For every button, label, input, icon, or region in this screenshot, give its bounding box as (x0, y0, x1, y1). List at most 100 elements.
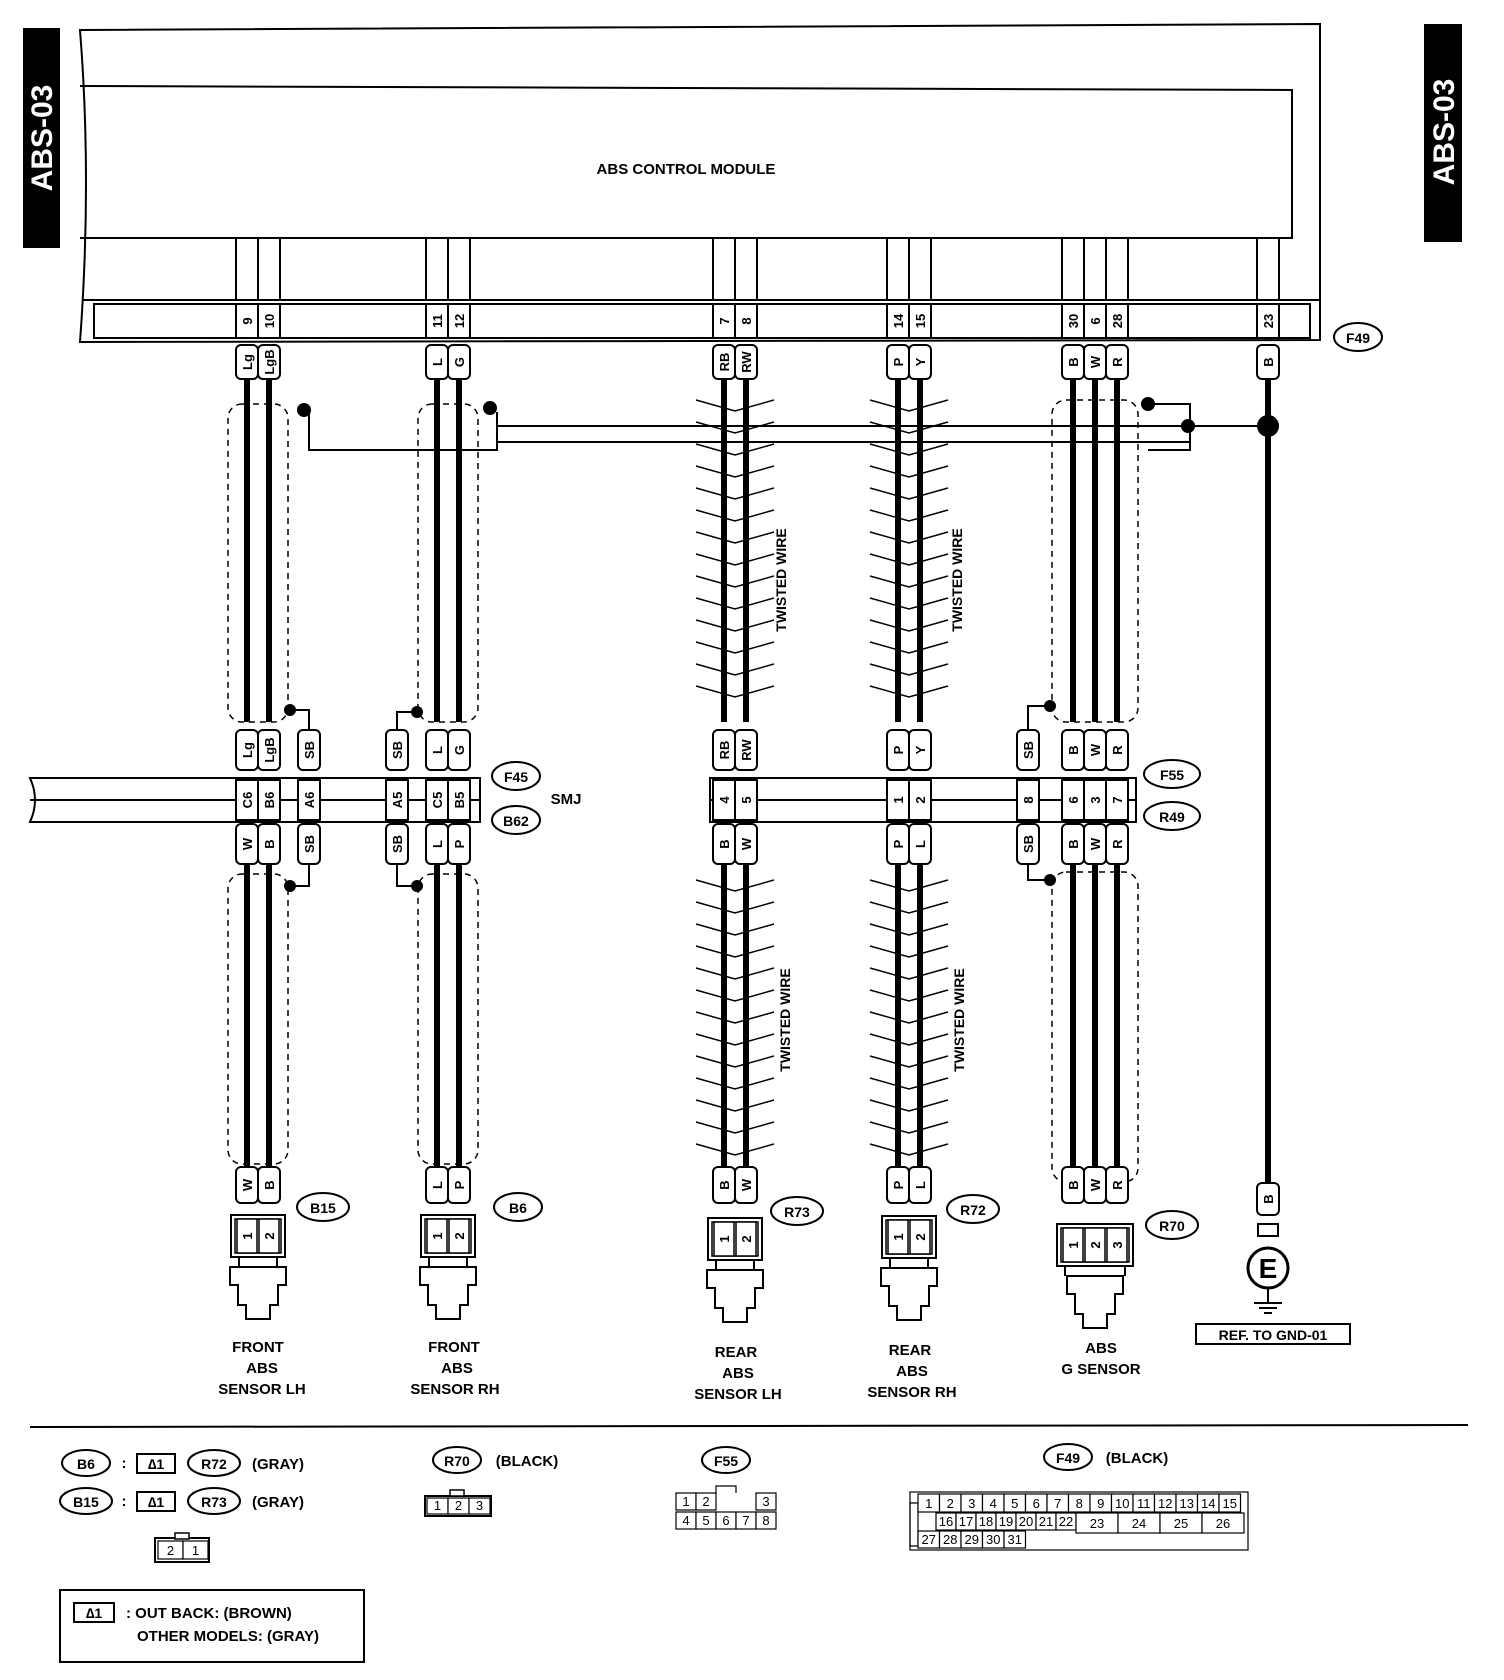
f55-conn3-cell-text: 3 (762, 1494, 769, 1509)
connector-tag-r73-text: R73 (784, 1204, 810, 1220)
f55-pin-text: 6 (1066, 796, 1081, 803)
sensor-name-front-rh-l1: FRONT (428, 1339, 480, 1356)
f49-r1-cell-text: 14 (1201, 1496, 1215, 1511)
connector-tag-r49-text: R49 (1159, 809, 1185, 825)
f55-pin-1: 1 (886, 779, 910, 821)
r49-wire-6-text: W (1088, 837, 1103, 850)
ground-symbol: B E REF. TO GND-01 (1195, 1182, 1351, 1345)
smj-upper-wire-1: LgB (257, 729, 281, 771)
legend-b6: B6 (77, 1456, 95, 1472)
sensor-name-front-rh-l2: ABS (441, 1360, 473, 1377)
f49-r3-cell-text: 29 (965, 1532, 979, 1547)
connector-tag-r72-text: R72 (960, 1202, 986, 1218)
f49-r3-cell-30: 30 (981, 1530, 1005, 1549)
smj-upper-wire-3: SB (385, 729, 409, 771)
f55-wire-2-text: P (891, 745, 906, 754)
f49-cell-24: 24 (1117, 1512, 1161, 1534)
ground-symbol-text: E (1259, 1253, 1278, 1284)
legend-star-2: ∆1 (148, 1494, 165, 1510)
top-wire-color-2: L (425, 344, 449, 380)
smj-upper-wire-4: L (425, 729, 449, 771)
f49-r1-cell-text: 6 (1033, 1496, 1040, 1511)
sensor-g-pin: 3 (1110, 1241, 1125, 1248)
top-wire-color-9: W (1083, 344, 1107, 380)
page-tag-left-text: ABS-03 (26, 85, 59, 192)
top-pin-15: 15 (908, 303, 932, 339)
r49-wire-2: P (886, 823, 910, 865)
top-wire-color-1: LgB (257, 344, 281, 380)
f49-r1-cell-6: 6 (1024, 1493, 1048, 1513)
f49-r2-cell-text: 17 (959, 1514, 973, 1529)
sensor-wire-7: L (908, 1166, 932, 1204)
f55-pin-text: 3 (1088, 796, 1103, 803)
f55-pin-text: 8 (1021, 796, 1036, 803)
shield-outline (417, 873, 479, 1165)
note-line-1: : OUT BACK: (BROWN) (126, 1605, 292, 1622)
f55-pin-text: 4 (717, 796, 732, 804)
top-pin-number: 6 (1088, 317, 1103, 324)
top-pin-number: 15 (913, 314, 928, 328)
f49-r2-cell-17: 17 (955, 1512, 977, 1531)
f55-wire-7: R (1105, 729, 1129, 771)
f49-r3-cell-text: 27 (922, 1532, 936, 1547)
twisted-wire-label-rl-upper: TWISTED WIRE (773, 528, 789, 631)
smj-pin-text: C5 (430, 792, 445, 809)
legend-f49: F49 (1056, 1450, 1080, 1466)
f49-r2-cell-text: 16 (939, 1514, 953, 1529)
top-pin-10: 10 (257, 303, 281, 339)
r49-wire-0: B (712, 823, 736, 865)
f55-pin-text: 7 (1110, 796, 1125, 803)
f55-conn2-cell-text: 8 (762, 1513, 769, 1528)
sensor-wire-7-text: L (913, 1181, 928, 1189)
legend: B6 : ∆1 R72 (GRAY) B15 : ∆1 R73 (GRAY) R… (59, 1443, 1168, 1663)
f49-big-cell-text: 24 (1132, 1516, 1146, 1531)
smj-pin-A6: A6 (297, 779, 321, 821)
sensor-wire-8-text: B (1066, 1180, 1081, 1189)
f55-conn2-cell-5: 5 (695, 1511, 717, 1530)
sensor-wire-1-text: B (262, 1180, 277, 1189)
legend-gray-2: (GRAY) (252, 1494, 304, 1511)
sensor-g-pin: 2 (1088, 1241, 1103, 1248)
f49-r1-cell-4: 4 (981, 1493, 1005, 1513)
top-wire-color-4: RB (712, 344, 736, 380)
top-pin-23: 23 (1256, 303, 1280, 339)
f49-r1-cell-text: 9 (1097, 1496, 1104, 1511)
top-wire-color-10-text: R (1110, 357, 1125, 367)
shield-outline (227, 873, 289, 1165)
smj-lower-wire-2-text: SB (302, 835, 317, 853)
top-wire-color-0: Lg (235, 344, 259, 380)
sensor-name-front-lh-l3: SENSOR LH (218, 1381, 306, 1398)
f55-wire-3: Y (908, 729, 932, 771)
f55-conn3-cell-3: 3 (755, 1492, 777, 1511)
f49-r3-cell-text: 30 (986, 1532, 1000, 1547)
f49-r1-cell-11: 11 (1132, 1493, 1156, 1513)
sensor-wire-4: B (712, 1166, 736, 1204)
top-wire-color-6-text: P (891, 357, 906, 366)
f55-conn-cell-text: 1 (682, 1494, 689, 1509)
sensor-wire-0: W (235, 1166, 259, 1204)
f49-r3-cell-text: 31 (1008, 1532, 1022, 1547)
f49-r2-cell-text: 19 (999, 1514, 1013, 1529)
top-wire-color-3: G (447, 344, 471, 380)
shield-outline (227, 403, 289, 723)
page-tag-right-text: ABS-03 (1428, 79, 1461, 186)
top-wire-color-2-text: L (430, 358, 445, 366)
connector-tag-f45-text: F45 (504, 769, 528, 785)
f55-pin-6: 6 (1061, 779, 1085, 821)
f49-r1-cell-13: 13 (1175, 1493, 1199, 1513)
f49-r1-cell-5: 5 (1003, 1493, 1027, 1513)
f55-conn2-cell-4: 4 (675, 1511, 697, 1530)
shield-bus (297, 397, 1279, 451)
connector-tag-r70: R70 (1145, 1210, 1199, 1240)
f55-pin-text: 1 (891, 796, 906, 803)
top-wire-color-10: R (1105, 344, 1129, 380)
sensor-name-g-sensor-l2: G SENSOR (1061, 1361, 1140, 1378)
smj-lower-wire-5: P (447, 823, 471, 865)
smj-pin-text: C6 (240, 792, 255, 809)
f55-conn2-cell-text: 6 (722, 1513, 729, 1528)
legend-star-1: ∆1 (148, 1456, 165, 1472)
sensor-wire-9: W (1083, 1166, 1107, 1204)
f49-cell-26: 26 (1201, 1512, 1245, 1534)
